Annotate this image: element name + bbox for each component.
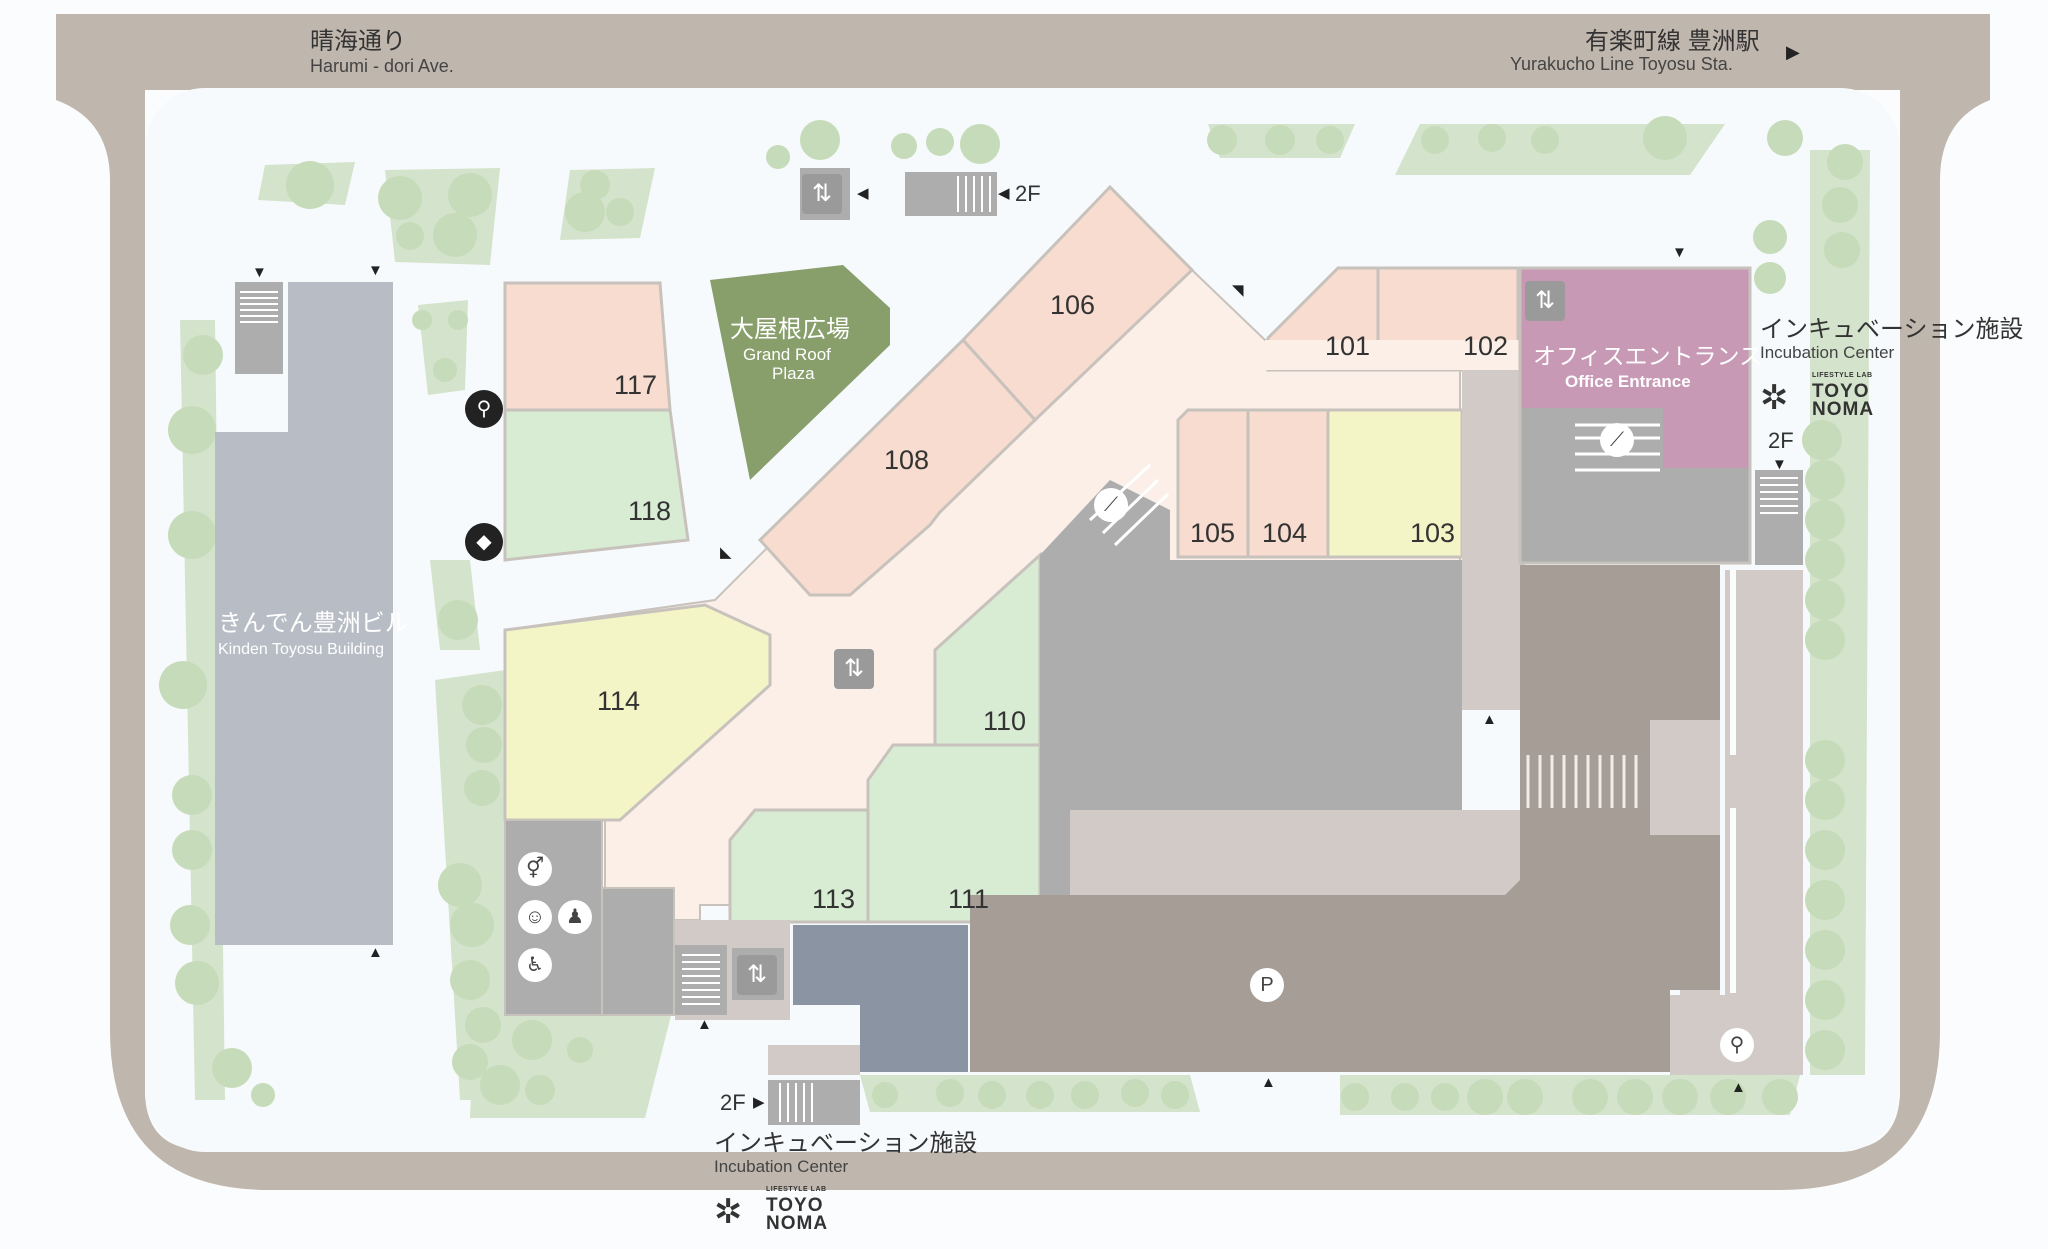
floor-label-top: 2F <box>1015 181 1041 206</box>
arrow-up-icon: ▲ <box>368 944 383 961</box>
kinden-building <box>215 282 393 945</box>
incubation-label-en-bottom: Incubation Center <box>714 1157 849 1176</box>
grand-roof-plaza <box>710 265 890 480</box>
arrow-up-icon: ▲ <box>1482 711 1497 728</box>
incubation-label-jp-bottom: インキュベーション施設 <box>714 1130 978 1157</box>
shop-118 <box>503 408 690 562</box>
wheelchair-icon[interactable]: ♿ <box>518 948 552 982</box>
bicycle-icon: ⚲ <box>465 390 503 428</box>
unit-111[interactable]: 111 <box>948 884 990 914</box>
unit-105[interactable]: 105 <box>1190 518 1236 548</box>
arrow-down-right-icon: ◥ <box>1232 282 1244 299</box>
unit-117[interactable]: 117 <box>614 370 658 400</box>
arrow-left-icon: ◀ <box>857 185 869 202</box>
kinden-label-en: Kinden Toyosu Building <box>218 641 385 658</box>
toyo-noma-logo-bottom: ✲ LIFESTYLE LAB TOYO NOMA <box>714 1186 829 1234</box>
escalator-icon[interactable]: ⟋ <box>1094 488 1128 522</box>
office-label-jp: オフィスエントランス <box>1533 343 1763 369</box>
bicycle-icon: ⚲ <box>1720 1028 1754 1062</box>
unit-103[interactable]: 103 <box>1410 518 1456 548</box>
arrow-right-icon: ▶ <box>753 1094 765 1111</box>
shop-108 <box>757 337 1038 597</box>
unit-101[interactable]: 101 <box>1325 331 1371 361</box>
arrow-down-icon: ▼ <box>1672 244 1687 261</box>
arrow-up-icon: ▲ <box>1261 1074 1276 1091</box>
arrow-down-icon: ▼ <box>368 262 383 279</box>
kinden-label-jp: きんでん豊洲ビル <box>218 610 409 637</box>
unit-118[interactable]: 118 <box>628 496 672 526</box>
unit-102[interactable]: 102 <box>1463 331 1509 361</box>
floor-label-bottom: 2F <box>720 1090 746 1115</box>
road-label-en: Harumi - dori Ave. <box>310 56 454 76</box>
shop-113 <box>728 808 870 924</box>
trees <box>159 116 1863 1115</box>
incubation-label-jp-right: インキュベーション施設 <box>1760 316 2024 343</box>
nursing-room-icon[interactable]: ♟ <box>558 900 592 934</box>
toyo-noma-logo-right: ✲ LIFESTYLE LAB TOYO NOMA <box>1760 372 1875 420</box>
incubation-label-en-right: Incubation Center <box>1760 343 1895 362</box>
office-label-en: Office Entrance <box>1565 372 1691 391</box>
dog-icon: ◆ <box>465 523 503 561</box>
unit-114[interactable]: 114 <box>597 686 641 716</box>
unit-104[interactable]: 104 <box>1262 518 1308 548</box>
arrow-up-icon: ▲ <box>697 1016 712 1033</box>
plaza-label-en1: Grand Roof <box>743 345 831 364</box>
arrow-down-icon: ▼ <box>1772 456 1787 473</box>
station-label-en: Yurakucho Line Toyosu Sta. <box>1510 54 1733 74</box>
arrow-left-icon: ◀ <box>998 185 1010 202</box>
escalator-icon[interactable]: ⟋ <box>1600 423 1634 457</box>
road-label-jp: 晴海通り <box>310 28 406 55</box>
plaza-label-jp: 大屋根広場 <box>730 316 850 343</box>
floor-label-right: 2F <box>1768 428 1794 453</box>
arrow-up-icon: ▲ <box>1731 1079 1746 1096</box>
parking-icon[interactable]: P <box>1250 968 1284 1002</box>
station-label-jp: 有楽町線 豊洲駅 <box>1585 28 1760 55</box>
elevator-icon[interactable]: ⇅ <box>834 649 874 689</box>
logo-mark-icon: ✲ <box>1760 379 1789 417</box>
restroom-icon[interactable]: ⚥ <box>518 852 552 886</box>
plaza-label-en2: Plaza <box>772 364 815 383</box>
parking-area <box>970 565 1720 1072</box>
blue-gray-block <box>793 925 968 1072</box>
service-area <box>1040 480 1462 895</box>
unit-113[interactable]: 113 <box>812 884 856 914</box>
arrow-up-left-icon: ◣ <box>720 544 732 561</box>
logo-mark-icon: ✲ <box>714 1193 743 1231</box>
unit-110[interactable]: 110 <box>983 706 1027 736</box>
elevator-icon[interactable]: ⇅ <box>737 955 777 995</box>
arrow-down-icon: ▼ <box>252 264 267 281</box>
elevator-icon[interactable]: ⇅ <box>802 174 842 214</box>
unit-108[interactable]: 108 <box>884 445 930 475</box>
arrow-right-icon: ▶ <box>1786 42 1800 62</box>
baby-care-icon[interactable]: ☺ <box>518 900 552 934</box>
elevator-icon[interactable]: ⇅ <box>1525 281 1565 321</box>
unit-106[interactable]: 106 <box>1050 290 1096 320</box>
